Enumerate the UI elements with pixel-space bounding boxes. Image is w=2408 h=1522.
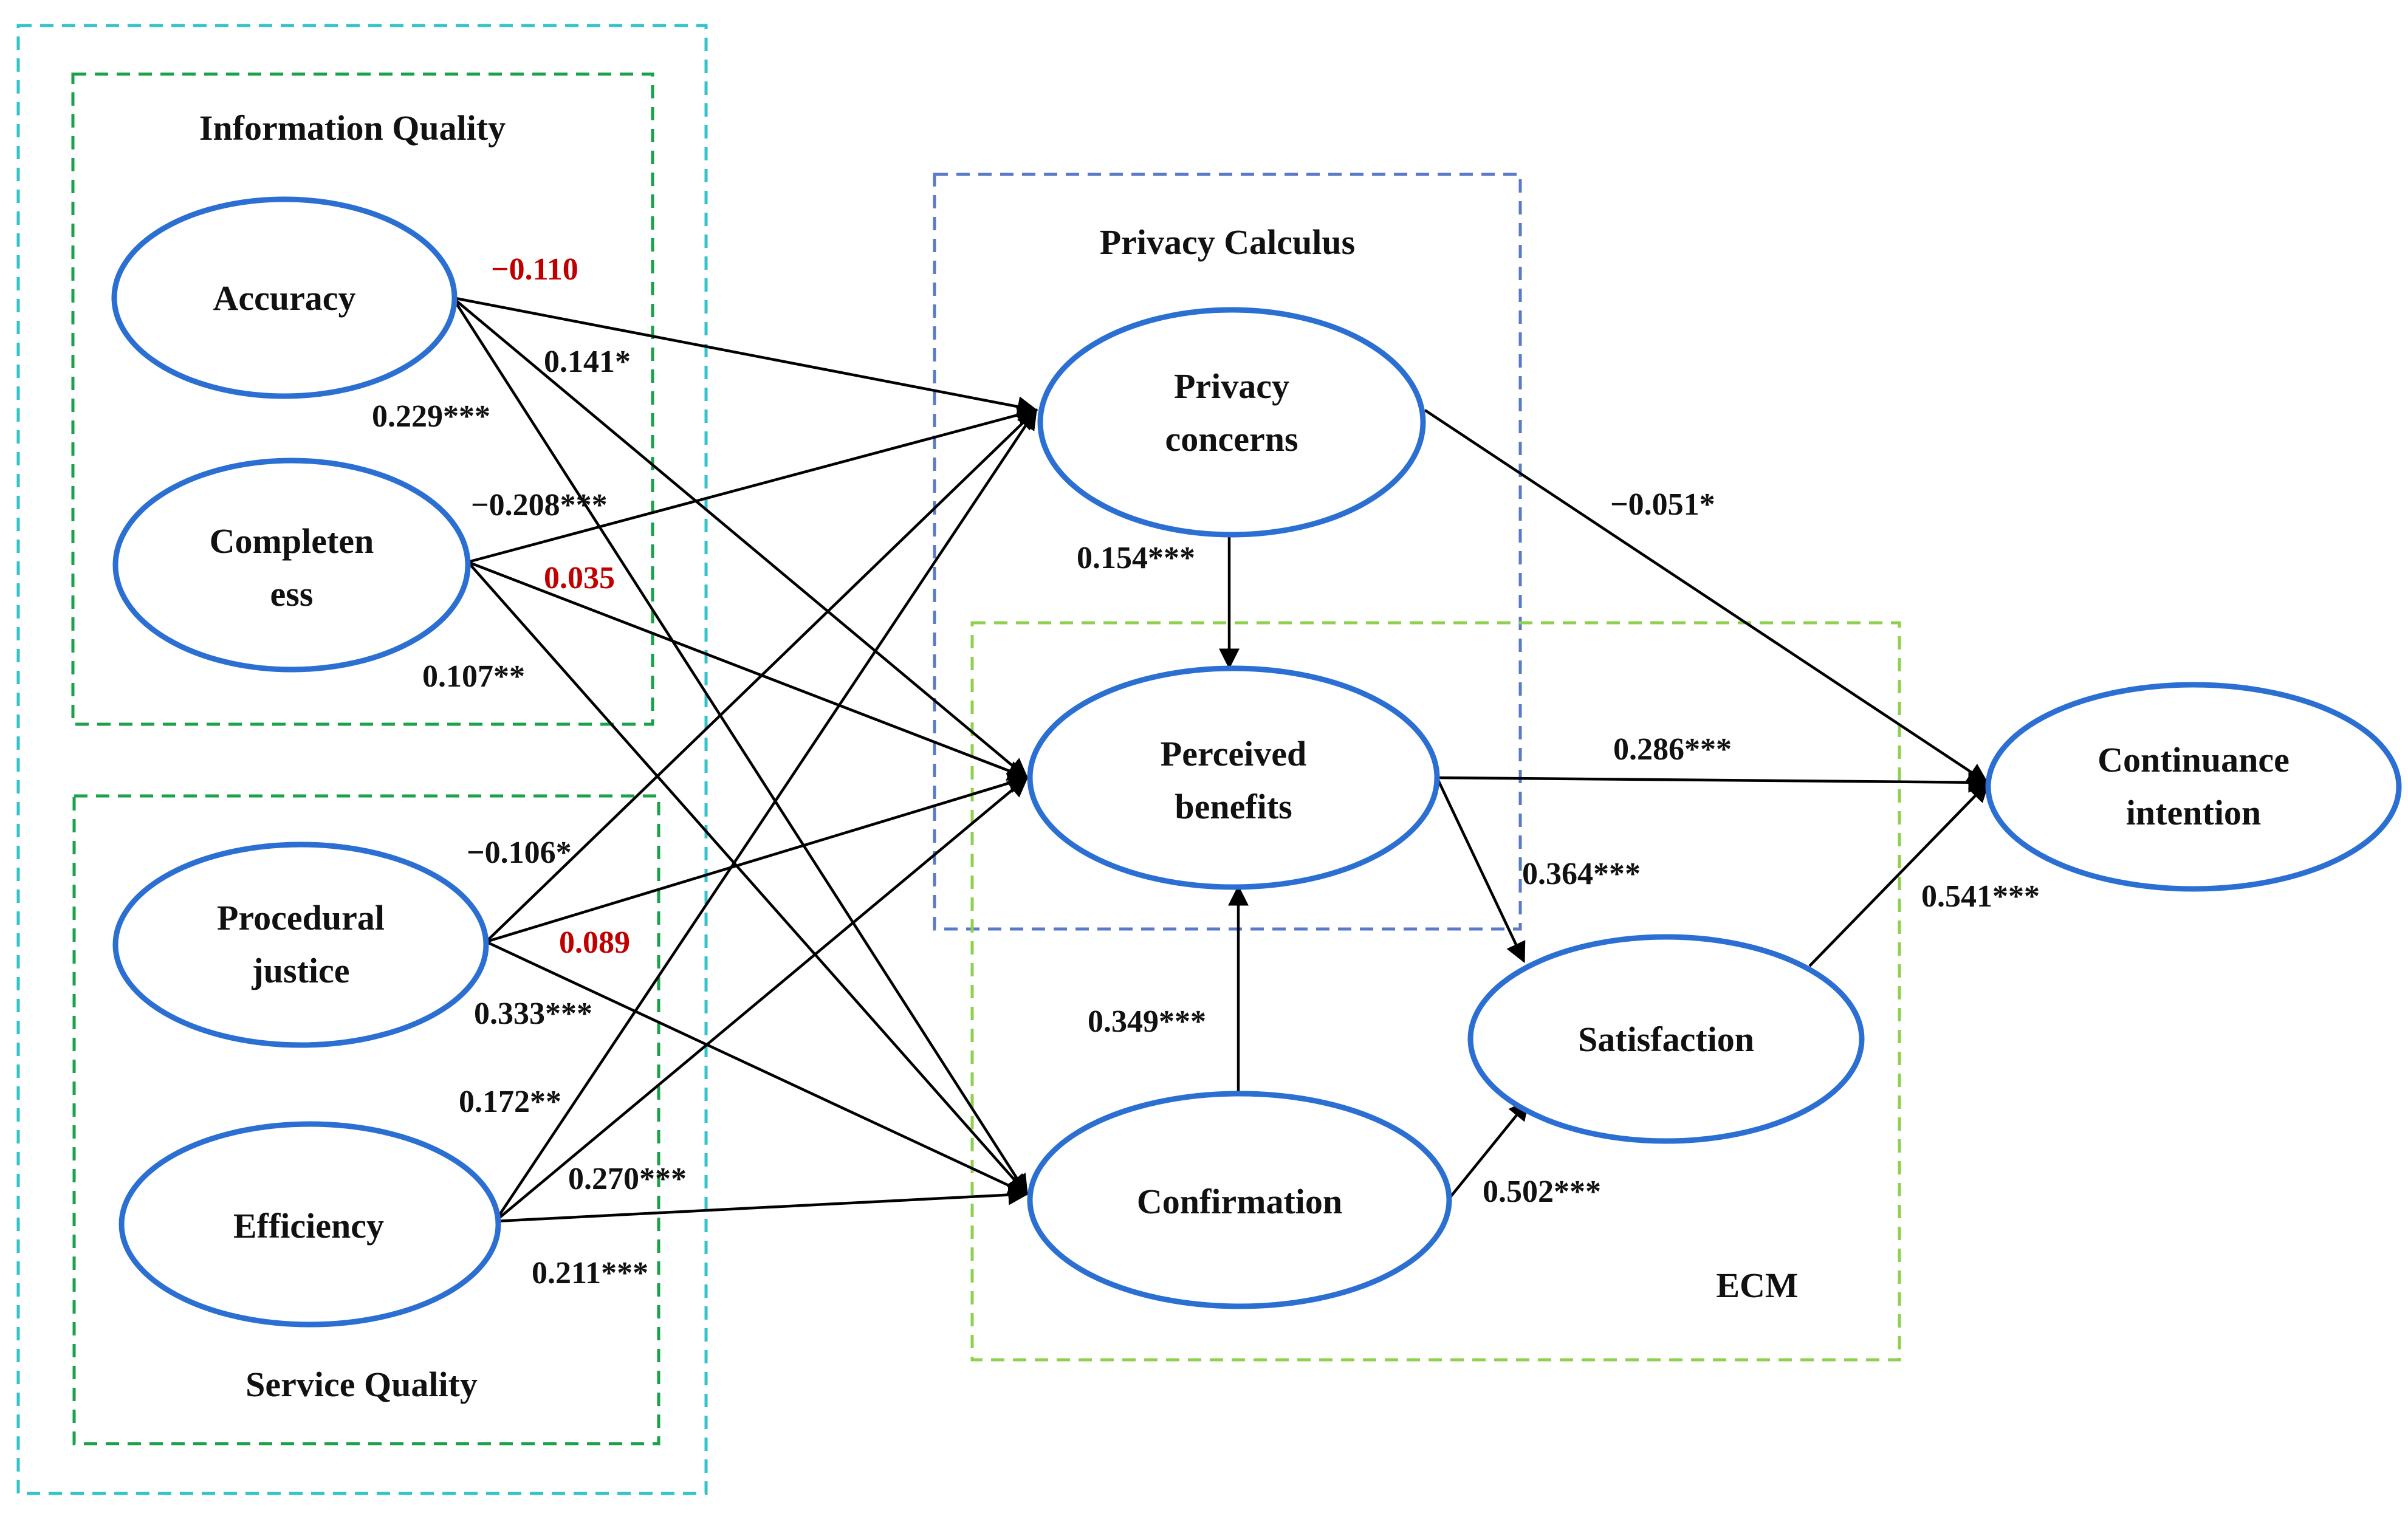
node-accuracy: Accuracy	[111, 196, 458, 399]
accuracy-label: Accuracy	[213, 278, 355, 318]
coef-accuracy-perceived-benefits: 0.141*	[544, 345, 631, 379]
edge-completeness-perceived-benefits	[467, 560, 1029, 781]
node-procedural-justice: Procedural justice	[112, 842, 489, 1048]
continuance-intention-label-line-2: intention	[2126, 793, 2261, 832]
edge-efficiency-privacy-concerns	[494, 408, 1037, 1222]
perceived-benefits-label-line-1: Perceived	[1161, 734, 1306, 773]
edge-efficiency-perceived-benefits	[494, 776, 1029, 1222]
privacy-calculus-box	[933, 173, 1522, 931]
coef-completeness-perceived-benefits: 0.035	[544, 561, 615, 595]
edge-privacy-concerns-continuance-intention	[1424, 409, 1989, 784]
coef-efficiency-privacy-concerns: 0.172**	[459, 1085, 561, 1119]
node-satisfaction: Satisfaction	[1467, 934, 1865, 1144]
coef-procedural-justice-perceived-benefits: 0.089	[559, 925, 630, 960]
edge-accuracy-confirmation	[451, 297, 1028, 1196]
perceived-benefits-label-line-2: benefits	[1175, 787, 1292, 826]
service-quality-title: Service Quality	[245, 1365, 478, 1404]
confirmation-ellipse	[1027, 1091, 1452, 1309]
efficiency-label: Efficiency	[233, 1206, 384, 1246]
coef-confirmation-satisfaction: 0.502***	[1483, 1174, 1601, 1209]
confirmation-label: Confirmation	[1137, 1182, 1342, 1221]
edge-procedural-justice-confirmation	[485, 940, 1029, 1196]
efficiency-ellipse	[118, 1121, 501, 1328]
node-continuance-intention: Continuance intention	[1985, 682, 2402, 892]
edge-satisfaction-continuance-intention	[1808, 781, 1990, 967]
edge-procedural-justice-privacy-concerns	[485, 408, 1038, 943]
edge-perceived-benefits-continuance-intention	[1436, 772, 1989, 793]
edge-completeness-confirmation	[467, 561, 1029, 1196]
information-quality-box	[71, 72, 654, 726]
ecm-box	[970, 621, 1901, 1362]
edge-confirmation-satisfaction	[1447, 1099, 1530, 1201]
continuance-intention-ellipse	[1985, 682, 2402, 892]
privacy-concerns-ellipse	[1037, 307, 1426, 538]
coef-completeness-privacy-concerns: −0.208***	[471, 488, 608, 523]
information-quality-title: Information Quality	[199, 108, 506, 148]
coef-privacy-concerns-continuance-intention: −0.051*	[1610, 487, 1715, 522]
service-quality-box	[72, 794, 660, 1445]
ecm-title: ECM	[1716, 1266, 1798, 1305]
procedural-justice-ellipse	[112, 842, 489, 1048]
privacy-calculus-title: Privacy Calculus	[1100, 222, 1355, 262]
coef-privacy-concerns-perceived-benefits: 0.154***	[1077, 541, 1195, 575]
coef-confirmation-perceived-benefits: 0.349***	[1088, 1004, 1206, 1039]
coef-completeness-confirmation: 0.107**	[422, 659, 525, 694]
node-privacy-concerns: Privacy concerns	[1037, 307, 1426, 538]
edge-accuracy-perceived-benefits	[451, 297, 1029, 780]
edge-perceived-benefits-satisfaction	[1435, 777, 1526, 964]
completeness-label-line-2: ess	[270, 574, 314, 614]
satisfaction-label: Satisfaction	[1578, 1020, 1754, 1059]
coef-procedural-justice-privacy-concerns: −0.106*	[467, 835, 572, 870]
edge-procedural-justice-perceived-benefits	[485, 773, 1029, 944]
node-efficiency: Efficiency	[118, 1121, 501, 1328]
node-completeness: Completen ess	[112, 458, 471, 673]
node-confirmation: Confirmation	[1027, 1091, 1452, 1309]
completeness-ellipse	[112, 458, 471, 673]
coef-efficiency-confirmation: 0.211***	[532, 1256, 648, 1291]
privacy-concerns-label-line-2: concerns	[1165, 419, 1298, 459]
perceived-benefits-ellipse	[1027, 665, 1440, 890]
coef-perceived-benefits-continuance-intention: 0.286***	[1613, 732, 1732, 767]
continuance-intention-label-line-1: Continuance	[2098, 740, 2290, 780]
path-edges	[451, 296, 1990, 1223]
coef-accuracy-confirmation: 0.229***	[372, 399, 490, 434]
coef-satisfaction-continuance-intention: 0.541***	[1921, 879, 2040, 914]
coef-perceived-benefits-satisfaction: 0.364***	[1522, 857, 1641, 891]
node-perceived-benefits: Perceived benefits	[1027, 665, 1440, 890]
procedural-justice-label-line-2: justice	[251, 951, 349, 990]
coef-accuracy-privacy-concerns: −0.110	[491, 252, 578, 287]
edge-completeness-privacy-concerns	[467, 405, 1038, 564]
quality-outer-box	[16, 24, 708, 1495]
edge-efficiency-confirmation	[495, 1184, 1029, 1223]
completeness-label-line-1: Completen	[210, 521, 374, 561]
accuracy-ellipse	[111, 196, 458, 399]
coef-procedural-justice-confirmation: 0.333***	[474, 996, 592, 1031]
satisfaction-ellipse	[1467, 934, 1865, 1144]
edge-accuracy-privacy-concerns	[452, 296, 1038, 417]
path-coefficients: −0.110 0.141* 0.229*** −0.208*** 0.035 0…	[372, 252, 2040, 1291]
procedural-justice-label-line-1: Procedural	[217, 898, 385, 938]
privacy-concerns-label-line-1: Privacy	[1174, 366, 1289, 406]
coef-efficiency-perceived-benefits: 0.270***	[568, 1162, 687, 1196]
